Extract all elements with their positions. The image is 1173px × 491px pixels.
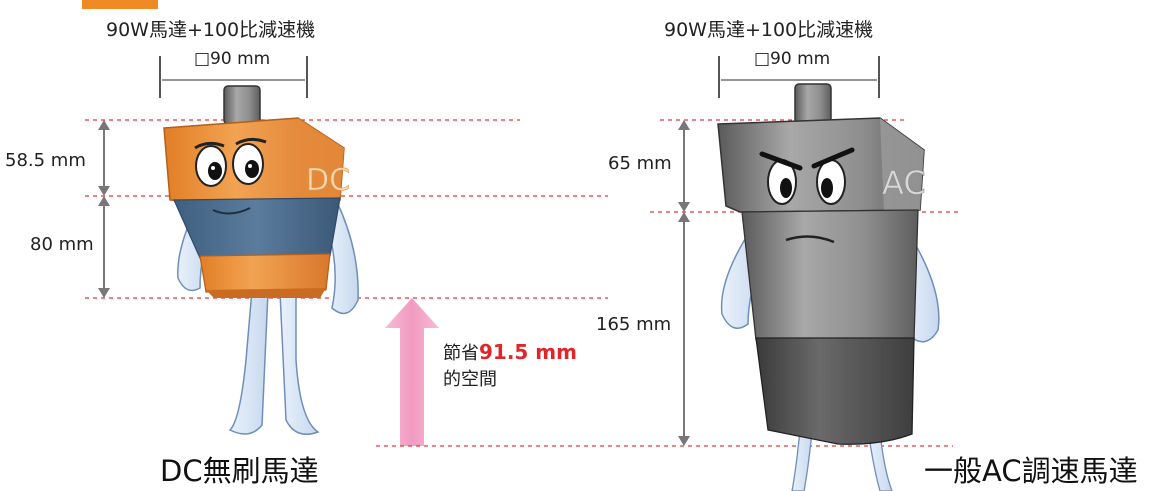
dc-body-label: DC xyxy=(306,163,350,198)
saving-value: 91.5 mm xyxy=(479,340,577,364)
left-dimension-arrows xyxy=(98,120,110,298)
ac-motor-character xyxy=(717,83,940,491)
right-motor-title: 90W馬達+100比減速機 xyxy=(664,19,874,41)
right-caption: 一般AC調速馬達 xyxy=(924,454,1138,488)
left-flange-size: □90 mm xyxy=(194,49,271,69)
corner-tab xyxy=(82,0,158,9)
saving-prefix: 節省 xyxy=(443,343,479,364)
right-dim-bottom: 165 mm xyxy=(596,314,672,335)
left-dim-bottom: 80 mm xyxy=(30,234,94,255)
left-motor-title: 90W馬達+100比減速機 xyxy=(106,19,316,41)
right-dim-top: 65 mm xyxy=(608,153,672,174)
saving-arrow xyxy=(385,298,439,446)
ac-body-label: AC xyxy=(882,164,926,202)
right-flange-bracket xyxy=(718,56,880,98)
saving-suffix: 的空間 xyxy=(443,369,497,390)
dc-motor-character xyxy=(163,85,359,435)
saving-note: 節省91.5 mm 的空間 xyxy=(443,339,577,393)
left-dim-top: 58.5 mm xyxy=(5,150,86,171)
left-flange-bracket xyxy=(159,56,308,98)
right-dimension-arrows xyxy=(678,120,690,446)
left-caption: DC無刷馬達 xyxy=(160,454,319,488)
left-dashed-lines xyxy=(85,119,608,299)
right-flange-size: □90 mm xyxy=(754,49,831,69)
